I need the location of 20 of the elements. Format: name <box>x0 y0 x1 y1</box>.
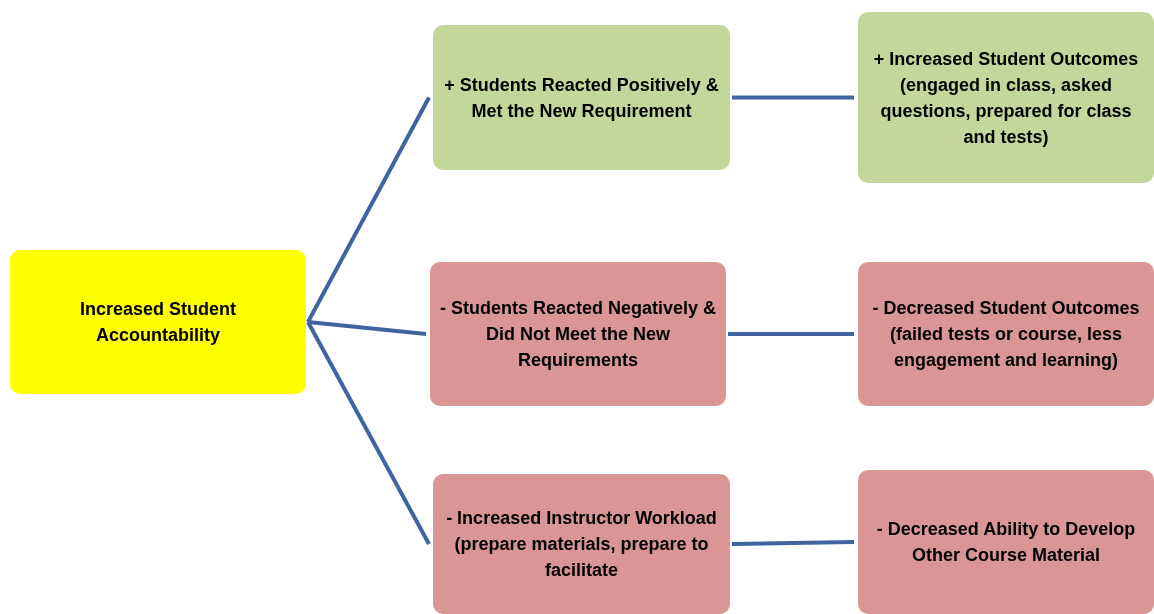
box-text: - Decreased Ability to Develop Other Course Material <box>875 518 1137 567</box>
connector-line <box>306 321 431 545</box>
outcome-box <box>430 262 726 406</box>
box-text: - Students Reacted Negatively & Did Not Meet the New Requirements <box>438 297 718 372</box>
connector-line <box>732 95 854 100</box>
connector-line <box>728 332 854 336</box>
outcome-box <box>858 12 1154 183</box>
outcome-box <box>858 470 1154 614</box>
box-text: - Decreased Student Outcomes (failed tests or course, less engagement and learning) <box>871 297 1141 372</box>
box-text: + Students Reacted Positively & Met the New Requirement <box>443 73 720 123</box>
root-box <box>10 250 306 394</box>
outcome-box <box>433 25 730 170</box>
box-text: Increased Student Accountability <box>78 298 237 347</box>
outcome-box <box>858 262 1154 406</box>
box-text: - Increased Instructor Workload (prepare materials, prepare to facilitate <box>445 507 718 582</box>
connector-line <box>307 320 427 336</box>
outcome-box <box>433 474 730 614</box>
box-text: + Increased Student Outcomes (engaged in class, asked questions, prepared for class and tests) <box>872 47 1140 149</box>
connector-line <box>731 540 855 546</box>
connector-line <box>306 96 431 323</box>
